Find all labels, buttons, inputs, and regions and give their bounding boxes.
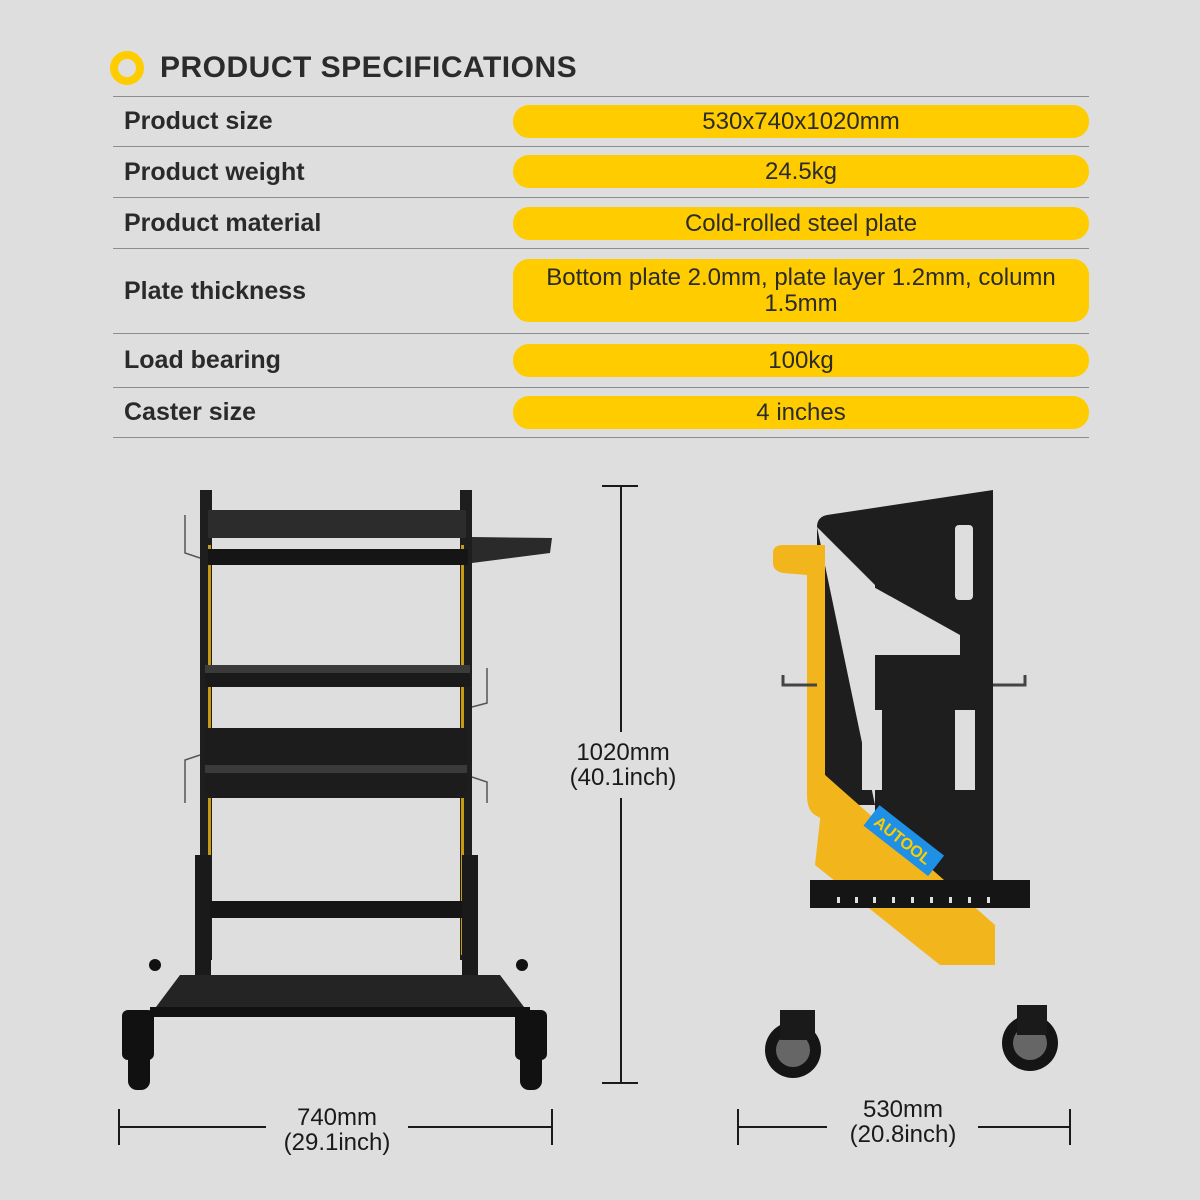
- spec-table: Product size 530x740x1020mm Product weig…: [113, 96, 1089, 438]
- spec-label: Caster size: [124, 398, 257, 426]
- spec-value: Cold-rolled steel plate: [513, 207, 1089, 240]
- section-title: PRODUCT SPECIFICATIONS: [160, 51, 578, 84]
- spec-value: 100kg: [513, 344, 1089, 377]
- side-width-cap-left: [737, 1109, 739, 1145]
- spec-label: Product weight: [124, 157, 305, 186]
- spec-label: Product size: [124, 107, 273, 135]
- front-width-cap-right: [551, 1109, 553, 1145]
- side-width-line-right: [978, 1126, 1071, 1128]
- height-inch: (40.1inch): [569, 764, 677, 791]
- ring-icon: [110, 51, 144, 85]
- cart-side-view: AUTOOL: [765, 490, 1058, 1078]
- spec-value: 530x740x1020mm: [513, 105, 1089, 138]
- side-width-mm: 530mm: [862, 1096, 944, 1123]
- spec-row: Caster size 4 inches: [113, 387, 1089, 438]
- front-width-line-right: [408, 1126, 553, 1128]
- spec-row: Load bearing 100kg: [113, 333, 1089, 387]
- spec-value: Bottom plate 2.0mm, plate layer 1.2mm, c…: [513, 259, 1089, 322]
- spec-value: 4 inches: [513, 396, 1089, 429]
- side-width-label: 530mm (20.8inch): [833, 1097, 973, 1147]
- front-width-cap-left: [118, 1109, 120, 1145]
- spec-row: Plate thickness Bottom plate 2.0mm, plat…: [113, 248, 1089, 333]
- height-dimension-cap-bottom: [602, 1082, 638, 1084]
- cart-front-view: [122, 490, 552, 1090]
- front-width-label: 740mm (29.1inch): [266, 1105, 408, 1155]
- height-dimension-cap-top: [602, 485, 638, 487]
- spec-row: Product weight 24.5kg: [113, 146, 1089, 197]
- spec-row: Product material Cold-rolled steel plate: [113, 197, 1089, 248]
- spec-value: 24.5kg: [513, 155, 1089, 188]
- spec-label: Product material: [124, 208, 322, 237]
- front-width-mm: 740mm: [296, 1104, 378, 1131]
- side-width-inch: (20.8inch): [849, 1121, 957, 1148]
- side-width-cap-right: [1069, 1109, 1071, 1145]
- height-dimension-label: 1020mm (40.1inch): [560, 732, 686, 798]
- spec-label: Plate thickness: [124, 276, 307, 305]
- spec-label: Load bearing: [124, 346, 281, 374]
- front-width-inch: (29.1inch): [283, 1129, 391, 1156]
- spec-row: Product size 530x740x1020mm: [113, 96, 1089, 146]
- height-mm: 1020mm: [576, 739, 670, 766]
- side-width-line-left: [737, 1126, 827, 1128]
- front-width-line-left: [118, 1126, 266, 1128]
- section-header: PRODUCT SPECIFICATIONS: [110, 48, 577, 88]
